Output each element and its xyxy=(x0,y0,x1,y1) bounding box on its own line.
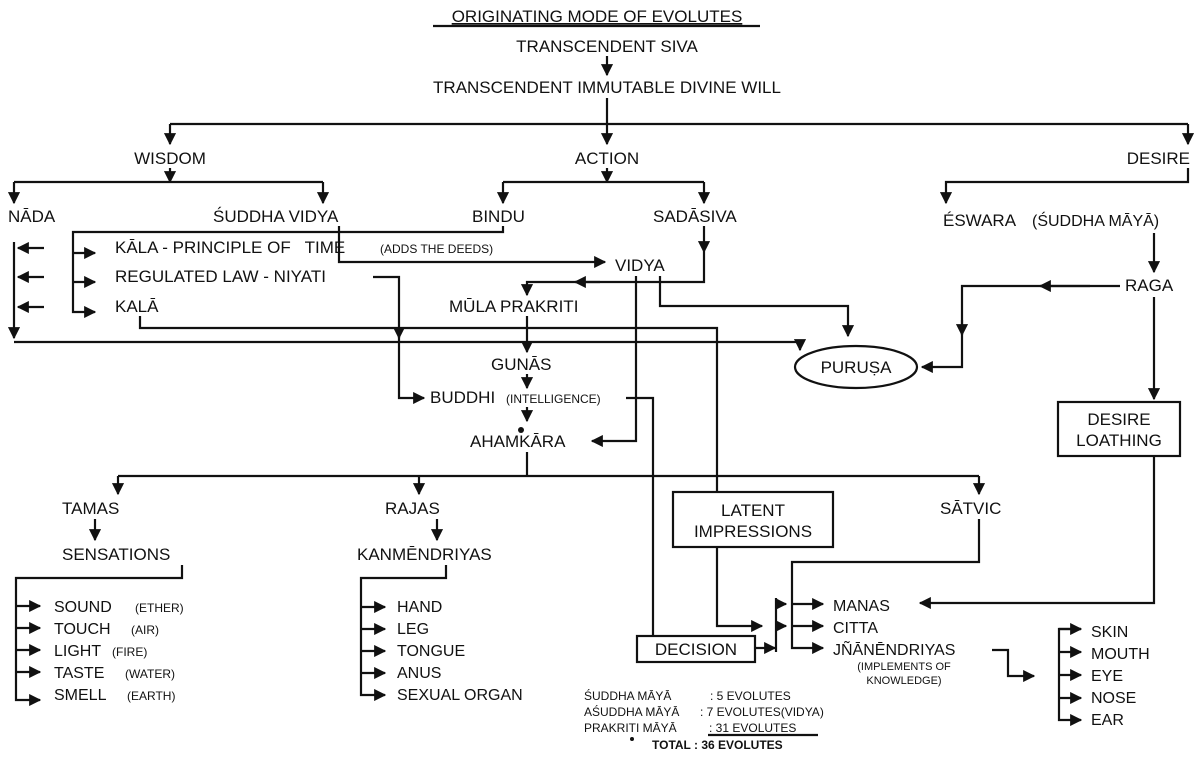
list-item: HAND xyxy=(397,599,442,616)
node-divine-will: TRANSCENDENT IMMUTABLE DIVINE WILL xyxy=(433,78,781,97)
summary-total: TOTAL : 36 EVOLUTES xyxy=(652,738,783,752)
connectors xyxy=(7,56,1195,727)
list-item: EYE xyxy=(1091,668,1123,685)
sensation-4-note: (EARTH) xyxy=(127,689,175,703)
node-buddhi: BUDDHI (INTELLIGENCE) xyxy=(430,388,601,407)
node-gunas: GUNĀS xyxy=(491,355,551,374)
node-citta: CITTA xyxy=(833,620,878,637)
kanmendriyas-list: HAND LEG TONGUE ANUS SEXUAL ORGAN xyxy=(397,599,523,704)
desire-loathing-line-1: DESIRE xyxy=(1087,410,1150,429)
sensation-0-note: (ETHER) xyxy=(135,601,184,615)
node-raga: RAGA xyxy=(1125,276,1174,295)
decision-label: DECISION xyxy=(655,640,737,659)
node-transcendent-siva: TRANSCENDENT SIVA xyxy=(516,37,698,56)
eswara-note: (ŚUDDHA MĀYĀ) xyxy=(1032,211,1159,230)
list-item: MOUTH xyxy=(1091,646,1150,663)
latent-impressions-line-1: LATENT xyxy=(721,501,785,520)
list-item: ANUS xyxy=(397,665,441,682)
list-item: TASTE (WATER) xyxy=(54,665,175,682)
sensation-2-note: (FIRE) xyxy=(112,645,147,659)
summary-dot xyxy=(630,737,634,741)
sensation-1-note: (AIR) xyxy=(131,623,159,637)
kala-item-0-label: KĀLA - PRINCIPLE OF TIME xyxy=(115,238,345,257)
list-item: SOUND (ETHER) xyxy=(54,599,184,616)
node-desire: DESIRE xyxy=(1127,149,1190,168)
summary-row-1-label: AŚUDDHA MĀYĀ xyxy=(584,704,679,719)
summary-row-0-value: : 5 EVOLUTES xyxy=(710,689,791,703)
list-item: SMELL (EARTH) xyxy=(54,687,175,704)
list-item: LEG xyxy=(397,621,429,638)
ahamkara-dot xyxy=(518,427,524,433)
buddhi-note: (INTELLIGENCE) xyxy=(506,392,601,406)
node-nada: NĀDA xyxy=(8,207,56,226)
node-ahamkara: AHAMKĀRA xyxy=(470,432,566,451)
node-jnanendriyas: JÑĀNĒNDRIYAS xyxy=(833,639,955,659)
node-rajas: RAJAS xyxy=(385,499,440,518)
kala-group: KĀLA - PRINCIPLE OF TIME (ADDS THE DEEDS… xyxy=(115,238,493,316)
node-suddha-vidya: ŚUDDHA VIDYA xyxy=(213,207,339,226)
list-item: SEXUAL ORGAN xyxy=(397,687,523,704)
desire-loathing-line-2: LOATHING xyxy=(1076,431,1162,450)
desire-loathing-box xyxy=(1056,400,1182,458)
sensation-2-label: LIGHT xyxy=(54,643,101,660)
summary-table: ŚUDDHA MĀYĀ : 5 EVOLUTES AŚUDDHA MĀYĀ : … xyxy=(584,688,824,752)
kala-item-1-label: REGULATED LAW - NIYATI xyxy=(115,267,326,286)
node-sensations: SENSATIONS xyxy=(62,545,170,564)
kala-item-0-note: (ADDS THE DEEDS) xyxy=(380,242,493,256)
node-tamas: TAMAS xyxy=(62,499,119,518)
node-satvic: SĀTVIC xyxy=(940,499,1001,518)
sensations-list: SOUND (ETHER) TOUCH (AIR) LIGHT (FIRE) T… xyxy=(54,599,184,704)
summary-row-2-value: : 31 EVOLUTES xyxy=(709,721,796,735)
kala-item-2-label: KALĀ xyxy=(115,297,159,316)
node-eswara: ÉSWARA (ŚUDDHA MĀYĀ) xyxy=(943,211,1159,230)
node-manas: MANAS xyxy=(833,598,890,615)
latent-impressions-box xyxy=(671,490,835,549)
list-item: TONGUE xyxy=(397,643,465,660)
jnanendriyas-note-2: KNOWLEDGE) xyxy=(866,675,941,687)
latent-impressions-line-2: IMPRESSIONS xyxy=(694,522,812,541)
list-item: TOUCH (AIR) xyxy=(54,621,159,638)
list-item: SKIN xyxy=(1091,624,1128,641)
node-bindu: BINDU xyxy=(472,207,525,226)
node-sadasiva: SADĀSIVA xyxy=(653,207,737,226)
list-item: LIGHT (FIRE) xyxy=(54,643,147,660)
senses-list: SKIN MOUTH EYE NOSE EAR xyxy=(1091,624,1150,729)
list-item: NOSE xyxy=(1091,690,1136,707)
node-kanmendriyas: KANMĒNDRIYAS xyxy=(357,545,492,564)
node-mula-prakriti: MŪLA PRAKRITI xyxy=(449,297,578,316)
summary-row-1-value: : 7 EVOLUTES(VIDYA) xyxy=(700,705,824,719)
node-purusa: PURUṢA xyxy=(821,358,893,377)
list-item: EAR xyxy=(1091,712,1124,729)
sensation-3-note: (WATER) xyxy=(125,667,175,681)
summary-row-0-label: ŚUDDHA MĀYĀ xyxy=(584,688,671,703)
node-wisdom: WISDOM xyxy=(134,149,206,168)
decision-box xyxy=(635,634,757,664)
eswara-label: ÉSWARA xyxy=(943,211,1017,230)
jnanendriyas-note-1: (IMPLEMENTS OF xyxy=(857,661,951,673)
sensation-1-label: TOUCH xyxy=(54,621,111,638)
node-action: ACTION xyxy=(575,149,639,168)
purusa-ellipse xyxy=(793,344,919,390)
sensation-3-label: TASTE xyxy=(54,665,104,682)
sensation-0-label: SOUND xyxy=(54,599,112,616)
summary-row-2-label: PRAKRITI MĀYĀ xyxy=(584,721,677,735)
sensation-4-label: SMELL xyxy=(54,687,107,704)
buddhi-label: BUDDHI xyxy=(430,388,495,407)
node-vidya: VIDYA xyxy=(615,256,665,275)
diagram-title: ORIGINATING MODE OF EVOLUTES xyxy=(452,7,743,26)
